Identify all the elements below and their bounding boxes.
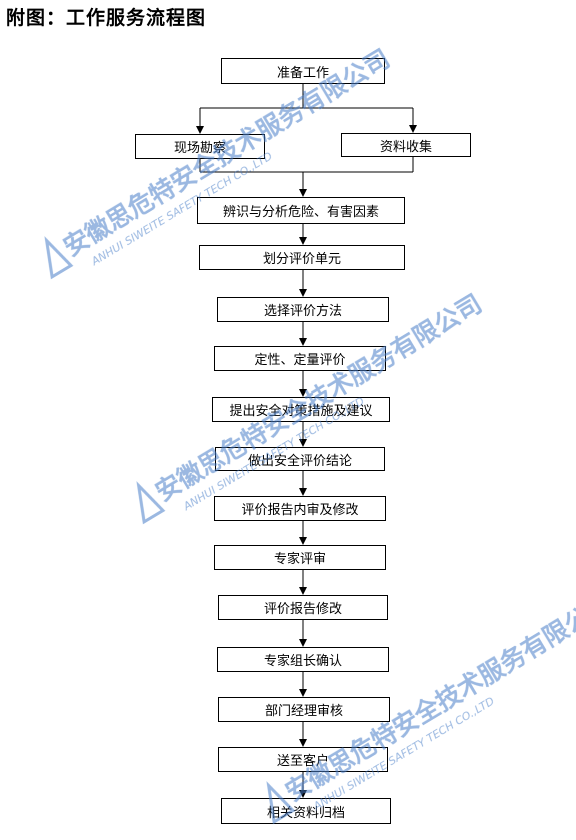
- step-method: 选择评价方法: [217, 297, 389, 322]
- step-expert-review: 专家评审: [214, 545, 386, 570]
- step-internal-review: 评价报告内审及修改: [214, 496, 386, 521]
- step-archive: 相关资料归档: [221, 798, 391, 824]
- step-leader-confirm: 专家组长确认: [217, 647, 389, 672]
- step-prepare: 准备工作: [221, 58, 385, 84]
- step-deliver: 送至客户: [218, 747, 388, 772]
- step-survey: 现场勘察: [135, 134, 265, 159]
- step-divide: 划分评价单元: [199, 245, 405, 270]
- page-title: 附图：工作服务流程图: [6, 7, 207, 29]
- step-measures: 提出安全对策措施及建议: [212, 397, 390, 422]
- step-evaluate: 定性、定量评价: [214, 346, 386, 371]
- step-conclusion: 做出安全评价结论: [215, 447, 385, 471]
- step-collect: 资料收集: [341, 133, 471, 157]
- step-revise: 评价报告修改: [218, 595, 388, 620]
- step-identify: 辨识与分析危险、有害因素: [197, 197, 405, 224]
- step-manager-review: 部门经理审核: [218, 697, 390, 722]
